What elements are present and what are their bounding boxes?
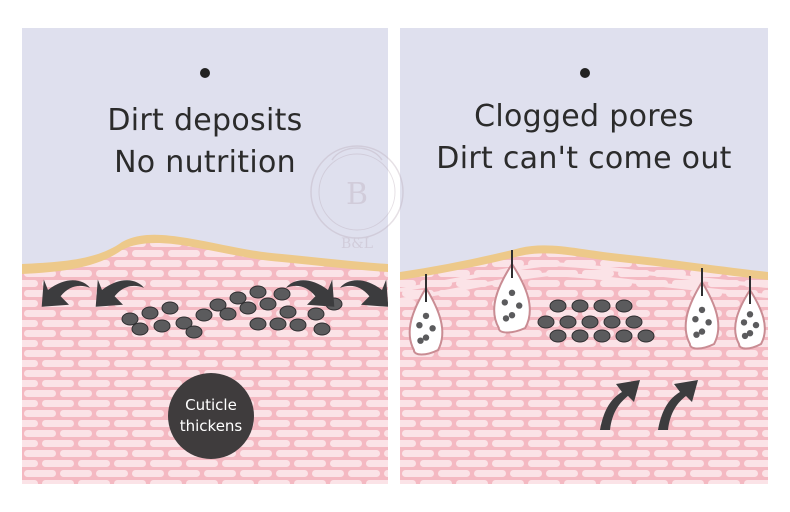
brand-watermark: B B&L xyxy=(310,145,404,252)
arrows-group xyxy=(41,279,388,307)
dirt-deposit xyxy=(537,299,655,343)
dirt-particle-icon xyxy=(209,298,227,312)
up-right-arrow-icon xyxy=(600,380,640,430)
dirt-particle-icon xyxy=(249,317,267,331)
dirt-particle-icon xyxy=(131,322,149,336)
pore-icon xyxy=(408,274,444,356)
dirt-particle-icon xyxy=(273,287,291,301)
dirt-particle-icon xyxy=(153,319,171,333)
dirt-particle-icon xyxy=(239,301,257,315)
dirt-particle-icon xyxy=(279,305,297,319)
down-right-arrow-icon xyxy=(340,279,388,307)
dirt-particle-icon xyxy=(175,316,193,330)
right-skin-illustration xyxy=(400,28,768,484)
dirt-particle-icon xyxy=(581,315,599,329)
right-panel: Clogged pores Dirt can't come out xyxy=(400,28,768,484)
dirt-particle-icon xyxy=(537,315,555,329)
dirt-particle-icon xyxy=(571,299,589,313)
dirt-particle-icon xyxy=(269,317,287,331)
dirt-particle-icon xyxy=(549,299,567,313)
dirt-particle-icon xyxy=(625,315,643,329)
dirt-particle-icon xyxy=(559,315,577,329)
dirt-particle-icon xyxy=(289,318,307,332)
right-caption-line1: Clogged pores xyxy=(474,99,694,134)
dirt-particle-icon xyxy=(121,312,139,326)
pore-icon xyxy=(734,276,766,350)
dirt-particle-icon xyxy=(549,329,567,343)
dirt-particle-icon xyxy=(615,329,633,343)
left-skin-illustration xyxy=(22,28,388,484)
dirt-particle-icon xyxy=(229,291,247,305)
bullet-dot xyxy=(200,68,210,78)
pores-group xyxy=(408,250,766,356)
right-caption-line2: Dirt can't come out xyxy=(436,141,732,176)
bullet-dot xyxy=(580,68,590,78)
left-caption-line2: No nutrition xyxy=(114,145,296,180)
dirt-deposit xyxy=(121,285,343,339)
arrows-group xyxy=(600,380,698,430)
left-caption-line1: Dirt deposits xyxy=(107,103,303,138)
dirt-particle-icon xyxy=(615,299,633,313)
down-left-arrow-icon xyxy=(41,279,90,307)
dirt-particle-icon xyxy=(593,299,611,313)
up-right-arrow-icon xyxy=(658,380,698,430)
watermark-monogram: B xyxy=(346,177,368,212)
dirt-particle-icon xyxy=(259,297,277,311)
dirt-particle-icon xyxy=(307,307,325,321)
pore-icon xyxy=(493,250,531,334)
dirt-particle-icon xyxy=(141,306,159,320)
dirt-particle-icon xyxy=(249,285,267,299)
dirt-particle-icon xyxy=(603,315,621,329)
down-left-arrow-icon xyxy=(95,279,144,307)
pore-icon xyxy=(684,268,720,350)
badge-line2: thickens xyxy=(179,417,243,435)
dirt-particle-icon xyxy=(219,307,237,321)
watermark-brand: B&L xyxy=(341,236,373,252)
dirt-particle-icon xyxy=(593,329,611,343)
dirt-particle-icon xyxy=(161,301,179,315)
badge-line1: Cuticle xyxy=(185,396,237,414)
dirt-particle-icon xyxy=(571,329,589,343)
left-panel: Dirt deposits No nutrition Cuticle thick… xyxy=(22,28,388,484)
down-right-arrow-icon xyxy=(286,279,335,307)
dirt-particle-icon xyxy=(195,308,213,322)
cuticle-thickens-badge: Cuticle thickens xyxy=(168,373,254,459)
dirt-particle-icon xyxy=(313,322,331,336)
dirt-particle-icon xyxy=(185,325,203,339)
dirt-particle-icon xyxy=(637,329,655,343)
